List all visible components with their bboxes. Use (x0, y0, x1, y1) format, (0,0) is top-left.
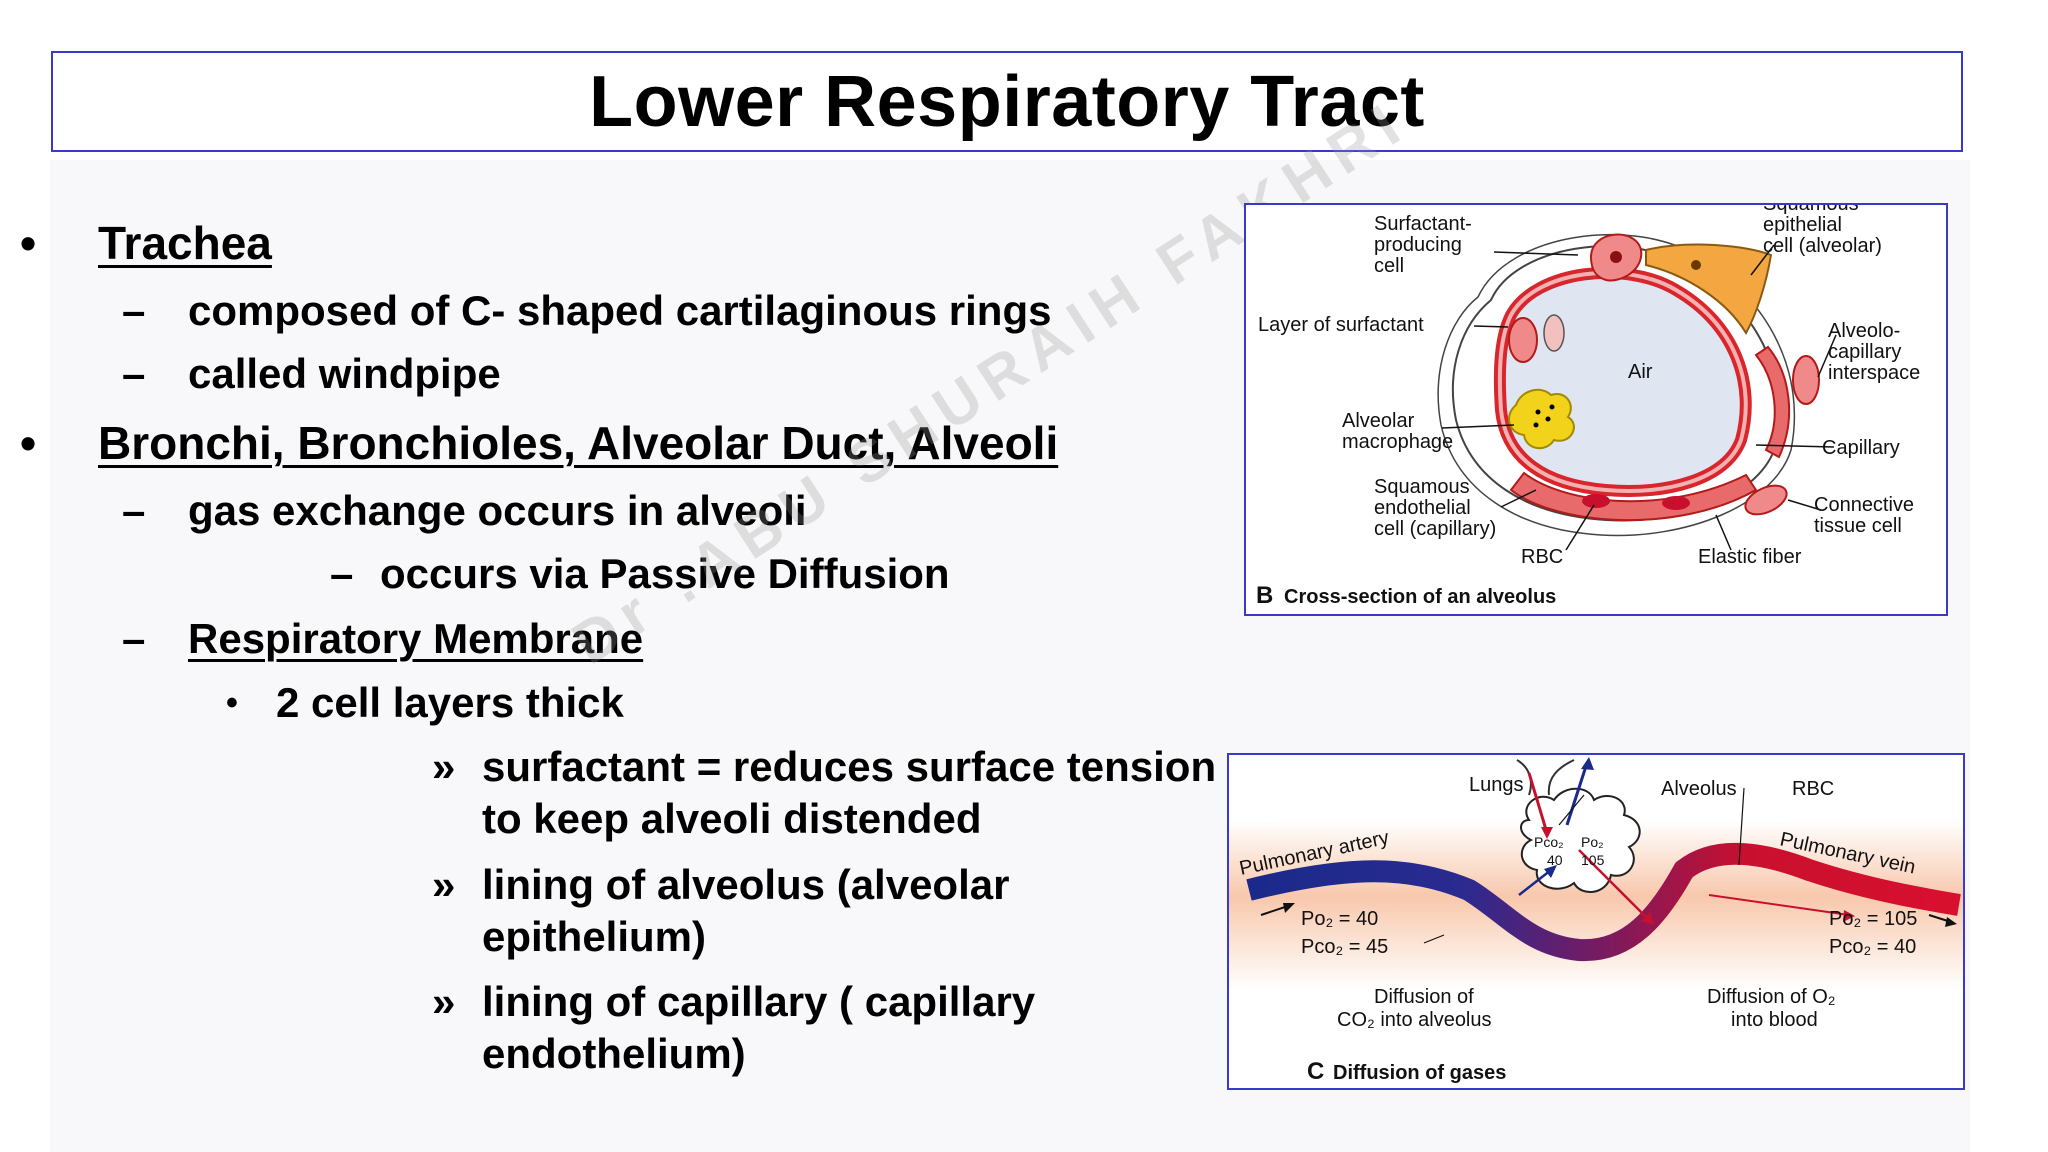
list-item-text: epithelium) (482, 913, 707, 960)
list-item-text: to keep alveoli distended (482, 795, 982, 842)
list-item-text: lining of alveolus (alveolar (482, 861, 1010, 908)
label-alveolo-capillary: interspace (1828, 362, 1920, 384)
bullet-label-trachea: Trachea (98, 217, 272, 269)
label-right-pco2: Pco₂ = 40 (1829, 936, 1916, 958)
label-alveolo-capillary: Alveolo- (1828, 320, 1900, 342)
label-alveolar-macrophage: macrophage (1342, 431, 1453, 453)
dash-marker: – (330, 550, 354, 597)
label-squamous-endothelial: endothelial (1374, 497, 1471, 519)
label-po2-alveolus: Po₂ (1581, 834, 1604, 850)
label-left-pco2: Pco₂ = 45 (1301, 936, 1388, 958)
list-item-text: composed of C- shaped cartilaginous ring… (188, 287, 1052, 334)
list-item-text: 2 cell layers thick (276, 679, 624, 726)
label-rbc: RBC (1521, 546, 1563, 568)
bullet-marker: • (20, 217, 37, 269)
label-squamous-endothelial: cell (capillary) (1374, 518, 1496, 540)
label-squamous-epithelial: Squamous (1763, 205, 1859, 215)
label-diffusion-co2: CO₂ into alveolus (1337, 1009, 1492, 1031)
label-squamous-epithelial: epithelial (1763, 214, 1842, 236)
bullet-marker: • (226, 684, 238, 722)
list-item-text: occurs via Passive Diffusion (380, 550, 950, 597)
label-surfactant-producing: Surfactant- (1374, 213, 1472, 235)
figure-caption: Cross-section of an alveolus (1284, 586, 1556, 608)
label-alveolus: Alveolus (1661, 778, 1737, 800)
dash-marker: – (122, 615, 146, 662)
chevron-marker: » (432, 861, 456, 908)
chevron-marker: » (432, 743, 456, 790)
label-squamous-endothelial: Squamous (1374, 476, 1470, 498)
label-elastic-fiber: Elastic fiber (1698, 546, 1802, 568)
label-diffusion-co2: Diffusion of (1374, 986, 1474, 1008)
chevron-marker: » (432, 978, 456, 1025)
dash-marker: – (122, 350, 146, 397)
label-rbc: RBC (1792, 778, 1834, 800)
bullet-label-bronchi: Bronchi, Bronchioles, Alveolar Duct, Alv… (98, 417, 1059, 469)
label-lungs: Lungs (1469, 774, 1524, 796)
label-diffusion-o2: into blood (1731, 1009, 1818, 1031)
list-item-text: Respiratory Membrane (188, 615, 644, 662)
label-pco2-alveolus: Pco₂ (1534, 834, 1564, 850)
list-item-text: gas exchange occurs in alveoli (188, 487, 807, 534)
figure-caption: Diffusion of gases (1333, 1062, 1506, 1084)
dash-marker: – (122, 487, 146, 534)
label-air: Air (1628, 361, 1653, 383)
label-layer-surfactant: Layer of surfactant (1258, 314, 1424, 336)
label-surfactant-producing: cell (1374, 255, 1404, 277)
bullet-marker: • (20, 417, 37, 469)
page-title: Lower Respiratory Tract (589, 61, 1425, 142)
alveolus-diagram: Surfactant- producing cell Squamous epit… (1256, 205, 1920, 609)
label-connective-tissue: tissue cell (1814, 515, 1902, 537)
list-item-text: lining of capillary ( capillary (482, 978, 1036, 1025)
label-left-po2: Po₂ = 40 (1301, 908, 1378, 930)
label-connective-tissue: Connective (1814, 494, 1914, 516)
label-pco2-alveolus-value: 40 (1547, 852, 1563, 868)
label-diffusion-o2: Diffusion of O₂ (1707, 986, 1836, 1008)
label-right-po2: Po₂ = 105 (1829, 908, 1917, 930)
caption-letter: B (1256, 582, 1273, 609)
caption-letter: C (1307, 1058, 1324, 1085)
title-box: Lower Respiratory Tract (51, 51, 1963, 152)
figure-alveolus-cross-section: Surfactant- producing cell Squamous epit… (1244, 203, 1948, 616)
list-item-text: endothelium) (482, 1030, 746, 1077)
list-item-text: surfactant = reduces surface tension (482, 743, 1217, 790)
figure-diffusion-of-gases: Lungs Alveolus RBC Pulmonary artery Pulm… (1227, 753, 1965, 1090)
label-alveolar-macrophage: Alveolar (1342, 410, 1415, 432)
label-po2-alveolus-value: 105 (1581, 852, 1605, 868)
label-squamous-epithelial: cell (alveolar) (1763, 235, 1882, 257)
dash-marker: – (122, 287, 146, 334)
diffusion-diagram: Lungs Alveolus RBC Pulmonary artery Pulm… (1229, 757, 1963, 1085)
label-surfactant-producing: producing (1374, 234, 1462, 256)
label-alveolo-capillary: capillary (1828, 341, 1901, 363)
list-item-text: called windpipe (188, 350, 501, 397)
label-capillary: Capillary (1822, 437, 1900, 459)
